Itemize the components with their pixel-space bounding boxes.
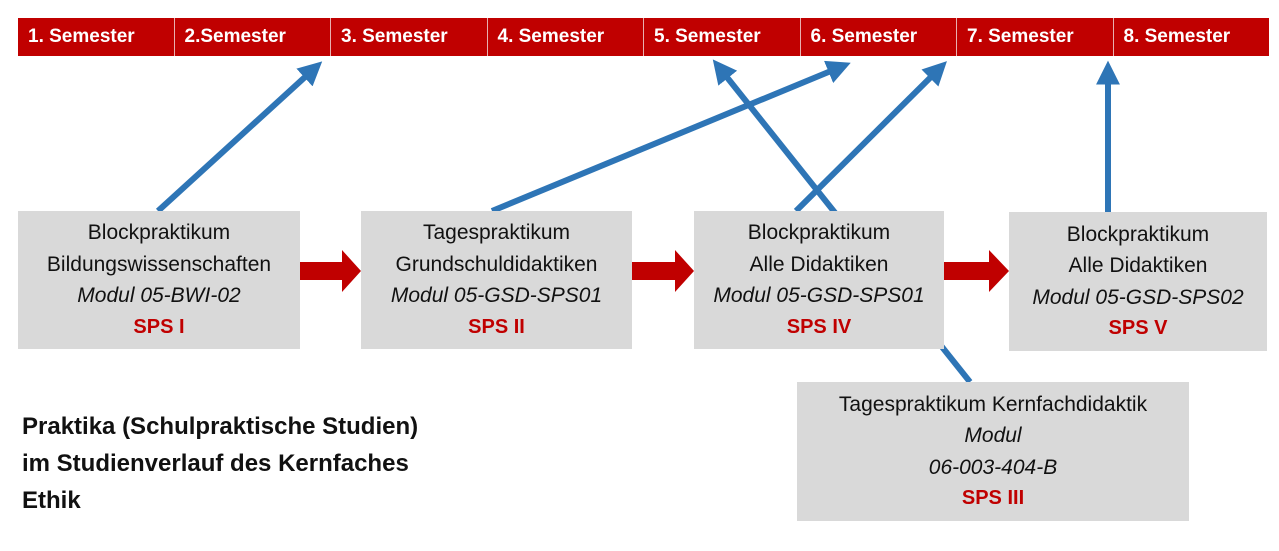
title-line-1: Praktika (Schulpraktische Studien)	[22, 413, 419, 440]
box-sps1-line1: Blockpraktikum	[87, 221, 231, 244]
box-sps3-line2: Modul	[964, 424, 1022, 447]
semester-7: 7. Semester	[957, 18, 1114, 56]
box-sps3-line1: Tagespraktikum Kernfachdidaktik	[838, 392, 1148, 416]
arrow-sps4-to-semester-7	[793, 61, 947, 214]
box-sps2: Tagespraktikum Grundschuldidaktiken Modu…	[361, 211, 632, 349]
title-line-3: Ethik	[22, 487, 81, 514]
box-sps3-module: 06-003-404-B	[928, 455, 1058, 479]
box-sps2-line1: Tagespraktikum	[422, 221, 571, 244]
semester-1: 1. Semester	[18, 18, 175, 56]
box-sps3-code: SPS III	[961, 487, 1025, 509]
box-sps5-line1: Blockpraktikum	[1066, 222, 1210, 246]
arrow-sps2-to-semester-6	[490, 60, 851, 214]
red-arrow-1	[300, 250, 361, 292]
box-sps4-line1: Blockpraktikum	[747, 221, 891, 244]
box-sps5-code: SPS V	[1108, 317, 1168, 339]
box-sps1-module: Modul 05-BWI-02	[77, 284, 241, 307]
semester-2: 2.Semester	[175, 18, 331, 56]
box-sps4-module: Modul 05-GSD-SPS01	[713, 284, 925, 307]
box-sps2-code: SPS II	[468, 315, 525, 338]
box-sps4: Blockpraktikum Alle Didaktiken Modul 05-…	[694, 211, 944, 349]
semester-8: 8. Semester	[1123, 26, 1231, 47]
box-sps5-line2: Alle Didaktiken	[1068, 254, 1208, 277]
red-arrow-2	[632, 250, 694, 292]
box-sps3: Tagespraktikum Kernfachdidaktik Modul 06…	[797, 382, 1189, 521]
box-sps4-code: SPS IV	[786, 315, 852, 338]
box-sps2-module: Modul 05-GSD-SPS01	[390, 284, 603, 307]
box-sps1-code: SPS I	[133, 315, 185, 338]
arrow-sps1-to-semester-3	[155, 61, 323, 214]
semester-bar: 1. Semester 2.Semester 3. Semester 4. Se…	[18, 18, 1269, 56]
diagram-title: Praktika (Schulpraktische Studien) im St…	[22, 408, 418, 519]
semester-3: 3. Semester	[331, 18, 488, 56]
semester-6: 6. Semester	[801, 18, 957, 56]
box-sps1: Blockpraktikum Bildungswissenschaften Mo…	[18, 211, 300, 349]
semester-4: 4. Semester	[488, 18, 644, 56]
title-line-2: im Studienverlauf des Kernfaches	[22, 450, 409, 477]
box-sps4-line2: Alle Didaktiken	[749, 252, 889, 276]
red-arrow-3	[944, 250, 1009, 292]
box-sps1-line2: Bildungswissenschaften	[46, 252, 272, 276]
box-sps5: Blockpraktikum Alle Didaktiken Modul 05-…	[1009, 212, 1267, 351]
box-sps5-module: Modul 05-GSD-SPS02	[1032, 285, 1244, 309]
box-sps2-line2: Grundschuldidaktiken	[395, 252, 598, 276]
semester-5: 5. Semester	[644, 18, 801, 56]
